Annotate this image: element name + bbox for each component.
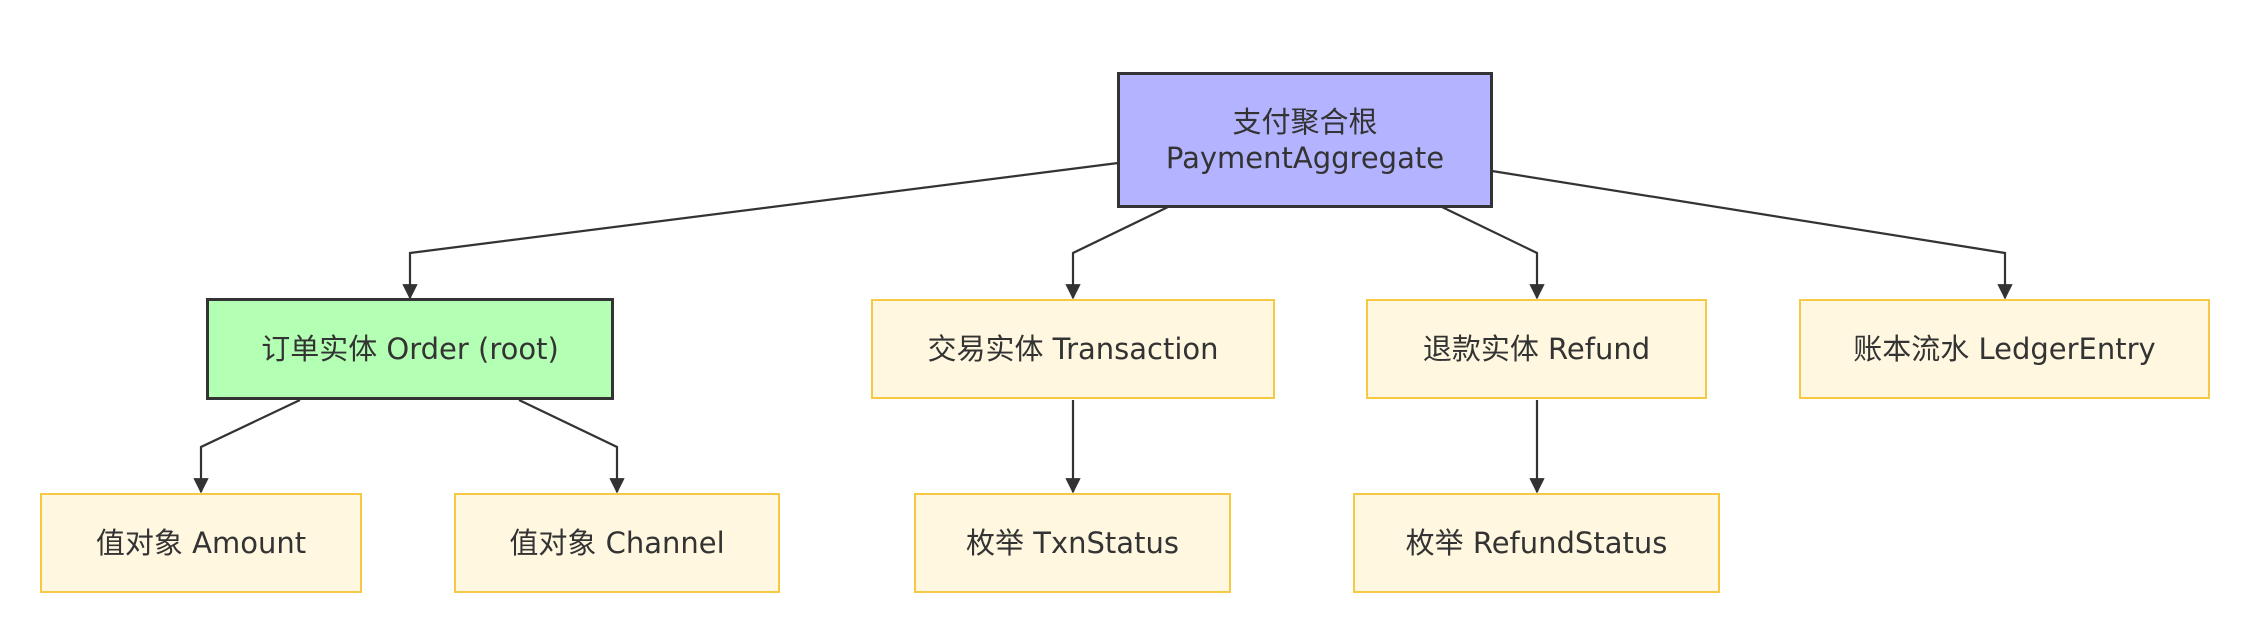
edge-order-to-amount [193, 399, 301, 494]
node-channel: 值对象 Channel [454, 493, 780, 593]
node-order: 订单实体 Order (root) [206, 298, 614, 400]
node-refund: 退款实体 Refund [1366, 299, 1707, 399]
node-channel-label: 值对象 Channel [509, 526, 725, 560]
node-ledger-entry: 账本流水 LedgerEntry [1799, 299, 2210, 399]
node-refund-label: 退款实体 Refund [1422, 332, 1651, 366]
node-transaction-label: 交易实体 Transaction [927, 332, 1219, 366]
node-amount-label: 值对象 Amount [95, 526, 307, 560]
node-payment-aggregate: 支付聚合根 PaymentAggregate [1117, 72, 1493, 208]
edge-aggregate-to-order [402, 161, 1119, 300]
node-txn-status: 枚举 TxnStatus [914, 493, 1231, 593]
node-refund-status: 枚举 RefundStatus [1353, 493, 1720, 593]
node-ledger-entry-label: 账本流水 LedgerEntry [1853, 332, 2156, 366]
node-amount: 值对象 Amount [40, 493, 362, 593]
node-refund-status-label: 枚举 RefundStatus [1405, 526, 1668, 560]
node-payment-aggregate-line1: 支付聚合根 [1232, 105, 1378, 139]
edge-aggregate-to-ledger [1491, 169, 2013, 300]
edge-order-to-channel [518, 399, 625, 494]
node-order-label: 订单实体 Order (root) [261, 332, 559, 366]
node-transaction: 交易实体 Transaction [871, 299, 1275, 399]
edge-aggregate-to-transaction [1065, 206, 1169, 300]
node-txn-status-label: 枚举 TxnStatus [966, 526, 1179, 560]
node-payment-aggregate-line2: PaymentAggregate [1165, 141, 1445, 175]
edge-aggregate-to-refund [1441, 206, 1545, 300]
